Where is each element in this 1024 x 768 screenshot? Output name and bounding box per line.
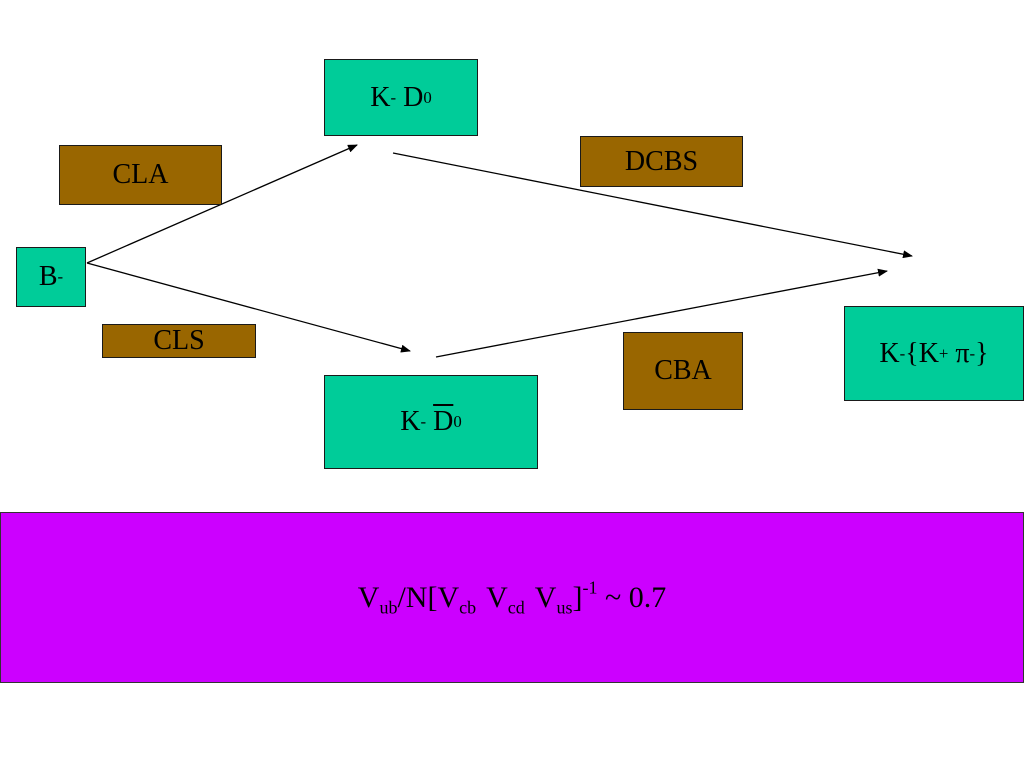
anti-d-meson-label: D <box>433 406 454 437</box>
label-cba: CBA <box>623 332 743 410</box>
v-us-symbol: V <box>534 580 557 614</box>
formula-exponent: -1 <box>582 577 598 597</box>
v-cd-subscript: cd <box>507 596 525 617</box>
kaon-label: K <box>400 406 421 437</box>
arrow-b-to-kd0 <box>86 144 358 264</box>
v-cd-symbol: V <box>486 580 508 614</box>
v-cb-subscript: cb <box>459 596 477 617</box>
close-brace: } <box>975 337 989 369</box>
formula-value: ~ 0.7 <box>597 580 667 614</box>
kaon-plus-label: K <box>918 337 939 369</box>
v-ub-symbol: V <box>357 580 380 614</box>
cla-text: CLA <box>112 159 169 190</box>
node-final-state: K-{K+ π-} <box>844 306 1024 401</box>
node-b-minus: B- <box>16 247 86 307</box>
kaon-label: K <box>370 81 391 113</box>
formula-norm: /N[ <box>397 580 438 614</box>
b-label: B <box>38 261 58 292</box>
open-brace: { <box>905 337 919 369</box>
dcbs-text: DCBS <box>624 145 699 177</box>
cls-text: CLS <box>153 325 205 356</box>
arrow-kd0-to-final <box>392 152 913 259</box>
d-meson-label: D <box>403 81 424 113</box>
kaon-label: K <box>879 337 900 369</box>
arrow-kd0bar-to-final <box>435 268 888 358</box>
v-us-subscript: us <box>556 596 573 617</box>
v-cb-symbol: V <box>437 580 460 614</box>
formula-bracket: ] <box>572 580 583 614</box>
arrow-b-to-kd0bar <box>86 262 411 353</box>
label-cla: CLA <box>59 145 222 205</box>
v-ub-subscript: ub <box>379 596 398 617</box>
cba-text: CBA <box>654 355 712 386</box>
pion-label: π <box>955 337 970 369</box>
label-dcbs: DCBS <box>580 136 743 187</box>
label-cls: CLS <box>102 324 256 358</box>
